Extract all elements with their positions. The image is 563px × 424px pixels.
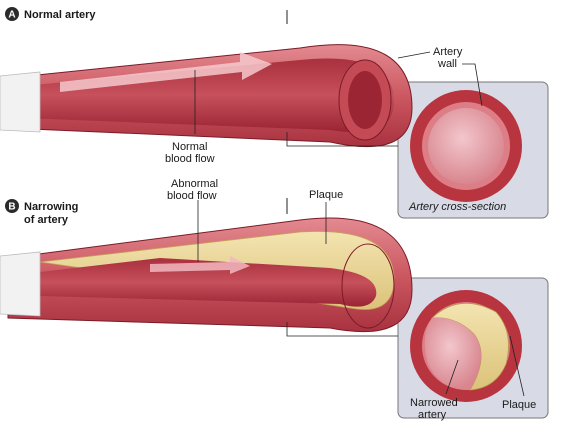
panel-a: A Normal artery Artery cross-section Art… [0, 7, 548, 218]
artery-cut-end-b [0, 252, 40, 316]
panel-b-title-2: of artery [24, 214, 69, 226]
label-artery-wall-1: Artery [433, 46, 463, 58]
label-normal-flow-1: Normal [172, 141, 207, 153]
label-abnormal-flow-1: Abnormal [171, 178, 218, 190]
label-narrowed-2: artery [418, 409, 447, 421]
artery-cut-end-a [0, 72, 40, 132]
artery-opening-inner-a [348, 71, 382, 129]
badge-a-letter: A [8, 10, 15, 21]
cross-section-lumen-a [428, 108, 504, 184]
panel-b-title-1: Narrowing [24, 201, 78, 213]
cross-section-label: Artery cross-section [408, 201, 506, 213]
leader-artery-wall [398, 52, 430, 58]
label-normal-flow-2: blood flow [165, 153, 215, 165]
label-artery-wall-2: wall [437, 58, 457, 70]
label-plaque-top: Plaque [309, 189, 343, 201]
badge-b-letter: B [8, 202, 15, 213]
label-plaque-inset: Plaque [502, 399, 536, 411]
panel-a-title: Normal artery [24, 9, 96, 21]
label-narrowed-1: Narrowed [410, 397, 458, 409]
label-abnormal-flow-2: blood flow [167, 190, 217, 202]
